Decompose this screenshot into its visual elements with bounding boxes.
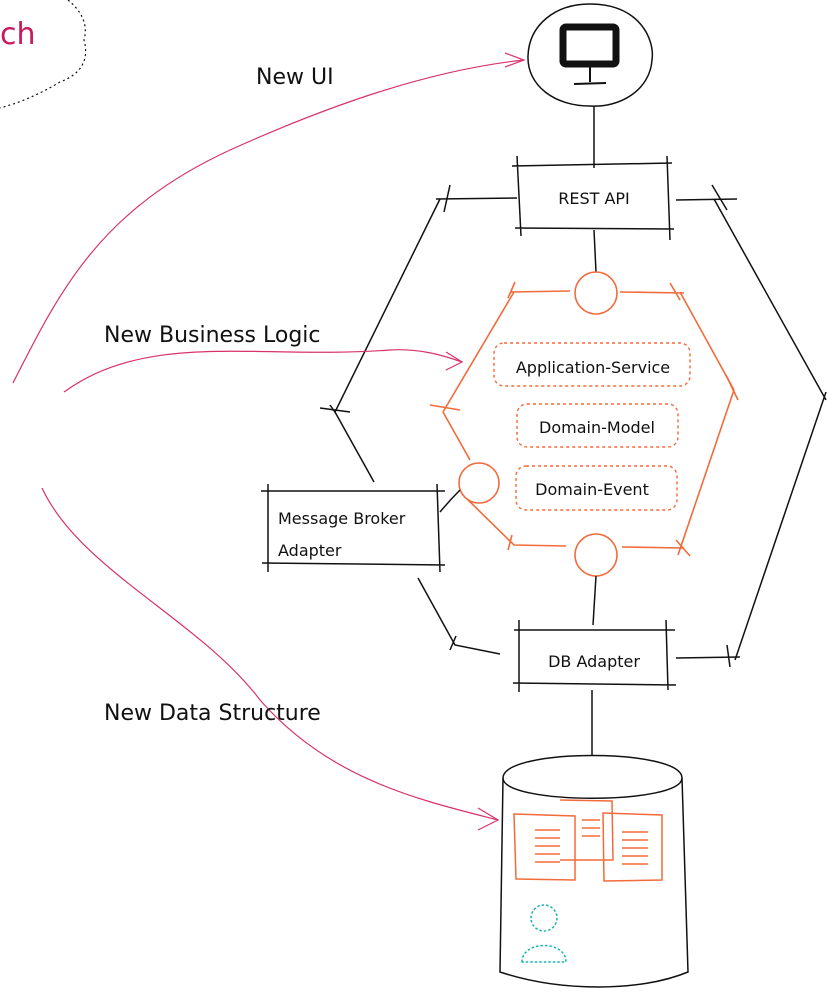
db-adapter-box: DB Adapter [512,619,677,692]
bottom-port [574,533,618,577]
ports [458,271,618,577]
database-icon [499,754,689,988]
new-business-logic-label: New Business Logic [104,323,321,348]
rest-api-box: REST API [511,155,675,241]
broker-connector [439,489,461,513]
document-icon [513,799,663,882]
core-components: Application-Service Domain-Model Domain-… [493,342,691,511]
monitor-icon [527,3,654,107]
annotation-arrows [12,52,526,831]
cloud-label: ch [0,17,36,52]
outer-hexagon [319,184,827,668]
rest-connector [593,229,597,273]
new-business-logic-arrow [63,349,463,393]
db-connector [592,575,597,626]
application-service-label: Application-Service [516,358,670,377]
new-data-structure-arrow [41,487,499,821]
db-adapter-label: DB Adapter [548,652,640,671]
message-broker-adapter-box: Message Broker Adapter [261,483,446,573]
new-data-structure-label: New Data Structure [104,701,321,726]
message-broker-label: Message Broker [278,509,406,528]
left-port [458,462,500,504]
rest-api-label: REST API [558,189,630,208]
adapter-label: Adapter [278,541,342,560]
top-port [574,271,618,315]
cloud-fragment: ch [0,0,87,109]
new-ui-arrow [12,59,525,384]
new-ui-label: New UI [256,65,334,90]
inner-hexagon [429,281,739,557]
domain-model-label: Domain-Model [539,418,655,437]
user-icon [521,904,567,963]
domain-event-label: Domain-Event [535,480,649,499]
